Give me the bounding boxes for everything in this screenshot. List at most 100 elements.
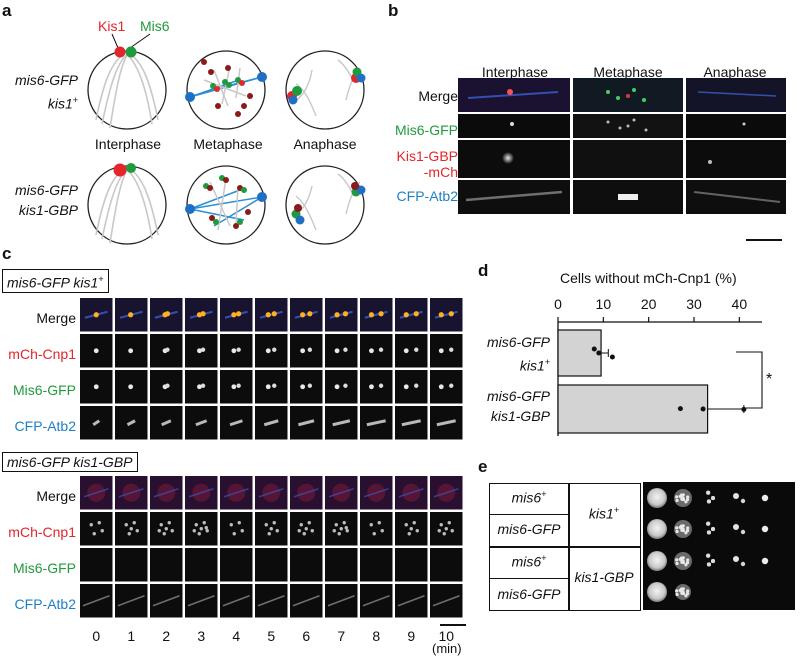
frame-b2-r3-t6: [290, 548, 323, 582]
spot-r2-c1: [647, 519, 667, 539]
spot-r3-c1: [647, 551, 667, 571]
cell-row2-anaphase: [285, 165, 366, 245]
panel-e-label: e: [478, 457, 488, 476]
panel-d-label: d: [478, 261, 489, 280]
frame-b1-r2-t6: [290, 334, 323, 368]
spot-r1-c1: [647, 488, 667, 508]
frame-b2-r2-t8: [360, 512, 393, 546]
category2-line1: mis6-GFP: [487, 388, 550, 404]
column-anaphase: Anaphase: [703, 64, 767, 80]
frame-b2-r3-t4: [220, 548, 253, 582]
timelapse-grid: [80, 298, 463, 618]
frame-b1-r3-t9: [395, 370, 428, 404]
panel-a-label: a: [2, 1, 12, 20]
time-label-2: 2: [162, 628, 171, 644]
kis1-label: Kis1: [98, 18, 126, 34]
frame-b2-r3-t1: [115, 548, 148, 582]
frame-b2-r2-t4: [220, 512, 253, 546]
frame-b1-r2-t5: [255, 334, 288, 368]
block2-channel-cnp1: mCh-Cnp1: [8, 524, 76, 540]
block1-title: mis6-GFP kis1+: [2, 269, 109, 293]
cell-row1-metaphase: [185, 50, 267, 130]
mis6-label: Mis6: [140, 18, 170, 34]
table-row4-mis6: mis6-GFP: [497, 586, 561, 602]
table-row3-mis6: mis6+: [511, 553, 547, 570]
spot-r3-c5: [761, 557, 769, 565]
table-divider-2: [489, 546, 641, 548]
panel-c-label: c: [2, 244, 12, 263]
time-label-8: 8: [372, 628, 381, 644]
x-tick-label-10: 10: [595, 296, 612, 312]
table-divider-3: [489, 578, 569, 579]
x-tick-label-20: 20: [640, 296, 657, 312]
phase-interphase: Interphase: [94, 136, 162, 152]
frame-b2-r3-t9: [395, 548, 428, 582]
block1-channel-atb2: CFP-Atb2: [14, 418, 76, 434]
spot-r1-c5: [761, 494, 769, 502]
frame-b2-r2-t0: [80, 512, 113, 546]
frame-b1-r3-t7: [325, 370, 358, 404]
scale-bar-c: [440, 624, 466, 626]
frame-b2-r3-t0: [80, 548, 113, 582]
point-2-3: [741, 406, 747, 412]
frame-b2-r3-t8: [360, 548, 393, 582]
frame-b2-r3-t5: [255, 548, 288, 582]
table-kis1-wt: kis1+: [588, 505, 620, 522]
table-row1-mis6: mis6+: [511, 489, 547, 506]
significance-star: *: [766, 371, 773, 388]
x-tick-label-40: 40: [731, 296, 748, 312]
panel-b-label: b: [388, 1, 399, 20]
row-label-mis6: Mis6-GFP: [395, 122, 458, 138]
column-interphase: Interphase: [481, 64, 549, 80]
spot-r3-c4: [733, 556, 739, 562]
point-1-1: [591, 346, 597, 352]
phase-metaphase: Metaphase: [193, 136, 263, 152]
significance-bracket: [736, 351, 763, 409]
block2-channel-merge: Merge: [36, 488, 76, 504]
spot-assay-plate: [643, 482, 795, 610]
point-1-3: [609, 354, 615, 360]
chart-title: Cells without mCh-Cnp1 (%): [560, 270, 737, 286]
genotype-row2-line2: kis1-GBP: [18, 202, 78, 218]
time-label-4: 4: [232, 628, 241, 644]
point-2-2: [700, 406, 706, 412]
time-label-5: 5: [267, 628, 276, 644]
table-divider-1: [489, 514, 569, 515]
frame-b2-r3-t7: [325, 548, 358, 582]
cell-row1-interphase: [87, 46, 167, 130]
frame-b1-r3-t8: [360, 370, 393, 404]
block2-title: mis6-GFP kis1-GBP: [2, 452, 138, 472]
block2-channel-mis6: Mis6-GFP: [13, 560, 76, 576]
micrograph-grid-b: [458, 78, 786, 214]
genotype-row1-line2: kis1+: [47, 95, 78, 112]
point-2-1: [677, 406, 683, 412]
category1-line2: kis1+: [519, 357, 550, 374]
row-label-kis1-line2: -mCh: [423, 164, 458, 180]
time-label-6: 6: [302, 628, 311, 644]
frame-b2-r3-t10: [430, 548, 463, 582]
block2-channel-atb2: CFP-Atb2: [14, 596, 76, 612]
spot-r2-c5: [761, 525, 769, 533]
time-unit: (min): [432, 641, 462, 656]
time-label-9: 9: [407, 628, 416, 644]
kis1-dot: [114, 46, 126, 58]
time-label-3: 3: [197, 628, 206, 644]
x-tick-label-30: 30: [686, 296, 702, 312]
mis6-dot: [125, 46, 137, 58]
row-label-merge: Merge: [418, 88, 458, 104]
bar-2: [557, 384, 709, 434]
time-label-10: 10: [438, 628, 455, 644]
frame-b1-r3-t5: [255, 370, 288, 404]
row-label-kis1: Kis1-GBP: [396, 148, 458, 164]
table-kis1-gbp: kis1-GBP: [574, 569, 634, 585]
cell-row1-anaphase: [285, 50, 366, 130]
genotype-row2-line1: mis6-GFP: [15, 182, 78, 198]
table-row2-mis6: mis6-GFP: [497, 521, 561, 537]
mis6-leader-line: [129, 33, 151, 49]
frame-b1-r2-t9: [395, 334, 428, 368]
time-label-7: 7: [337, 628, 346, 644]
phase-anaphase: Anaphase: [293, 136, 357, 152]
x-tick-label-0: 0: [554, 296, 562, 312]
block1-channel-merge: Merge: [36, 310, 76, 326]
